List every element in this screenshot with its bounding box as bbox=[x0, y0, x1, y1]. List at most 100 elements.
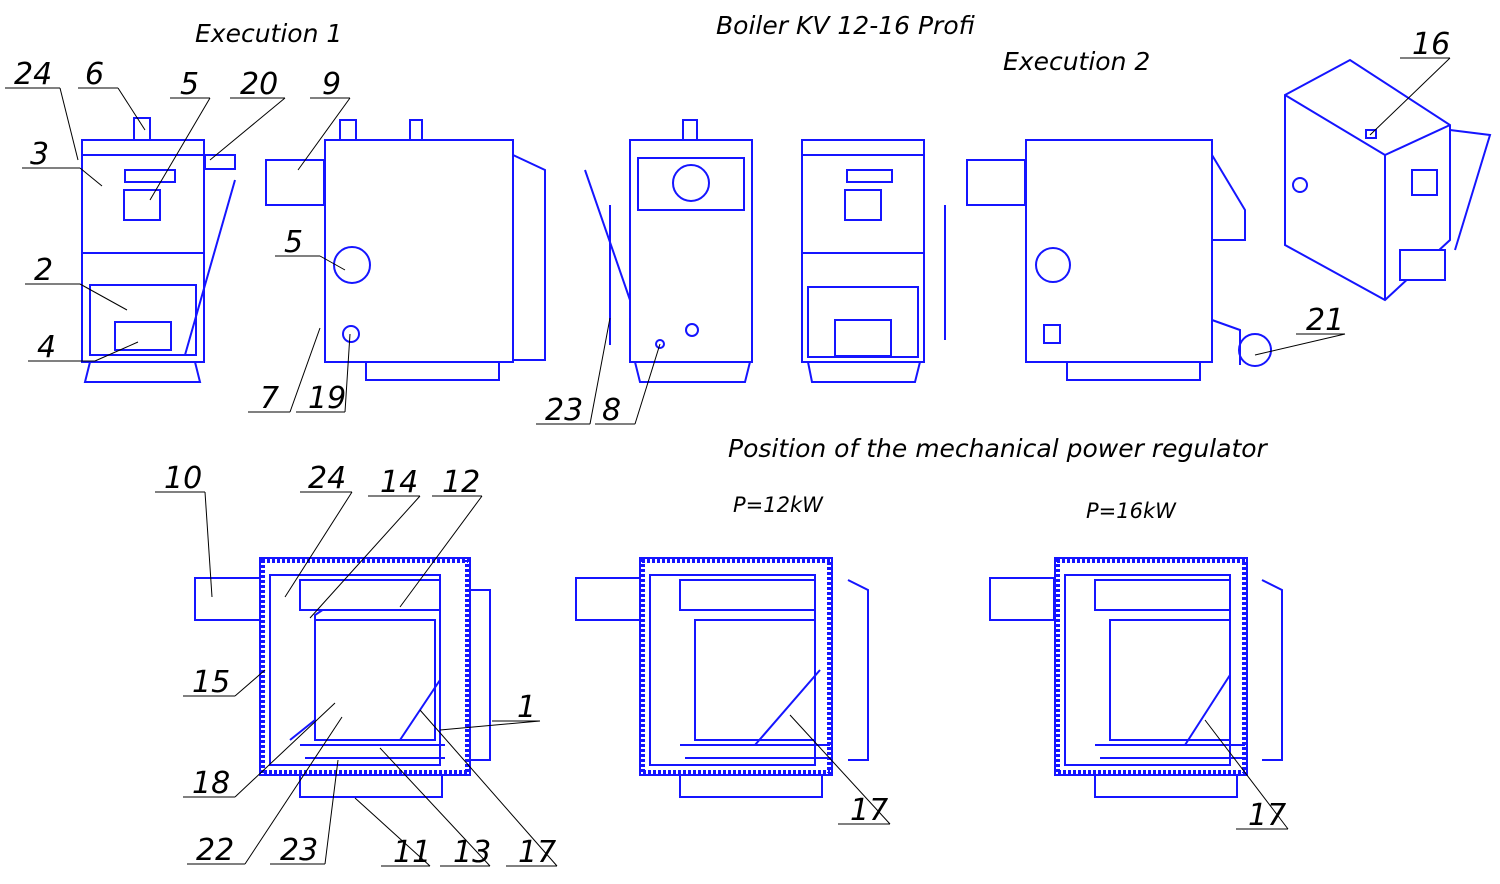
callout-21: 21 bbox=[1254, 303, 1346, 356]
callout-number: 17 bbox=[850, 793, 888, 828]
callout-2: 2 bbox=[25, 253, 128, 311]
callout-number: 23 bbox=[280, 833, 318, 868]
leader-line bbox=[789, 714, 891, 825]
title-execution-2: Execution 2 bbox=[1003, 47, 1150, 76]
callout-number: 6 bbox=[85, 57, 104, 92]
callout-number: 21 bbox=[1306, 303, 1344, 338]
callout-20: 20 bbox=[209, 67, 286, 161]
callout-19: 19 bbox=[296, 333, 351, 416]
callout-5: 5 bbox=[275, 225, 346, 271]
callout-4: 4 bbox=[28, 330, 139, 365]
callout-number: 7 bbox=[260, 381, 279, 416]
leader-line bbox=[1369, 57, 1451, 136]
callout-number: 8 bbox=[602, 393, 621, 428]
leader-line bbox=[1204, 719, 1289, 830]
callout-13: 13 bbox=[379, 747, 491, 870]
leader-line bbox=[399, 495, 483, 608]
leader-line bbox=[595, 343, 661, 425]
leader-line bbox=[439, 720, 541, 731]
leader-line bbox=[275, 255, 346, 271]
leader-line bbox=[209, 97, 286, 161]
callout-17: 17 bbox=[419, 709, 558, 870]
leader-line bbox=[297, 97, 351, 171]
callout-14: 14 bbox=[309, 465, 421, 619]
callout-6: 6 bbox=[78, 57, 146, 131]
leader-line bbox=[309, 495, 421, 619]
callout-number: 17 bbox=[518, 835, 556, 870]
side-view-execution-2 bbox=[966, 139, 1272, 381]
callout-10: 10 bbox=[155, 461, 213, 598]
leader-line bbox=[284, 491, 353, 598]
leader-line bbox=[183, 702, 336, 798]
callout-number: 1 bbox=[517, 690, 536, 725]
leader-line bbox=[419, 709, 558, 867]
callout-number: 14 bbox=[380, 465, 418, 500]
callout-11: 11 bbox=[354, 797, 431, 870]
callout-24: 24 bbox=[284, 461, 353, 598]
leader-line bbox=[183, 669, 266, 697]
front-view-execution-1 bbox=[81, 117, 236, 383]
callout-number: 3 bbox=[30, 137, 49, 172]
leader-line bbox=[270, 759, 339, 865]
leader-line bbox=[28, 341, 139, 362]
leader-line bbox=[187, 716, 343, 865]
callout-12: 12 bbox=[399, 465, 483, 608]
callout-number: 5 bbox=[180, 67, 199, 102]
front-view-execution-2 bbox=[801, 139, 946, 383]
leader-line bbox=[22, 167, 103, 187]
callout-number: 23 bbox=[545, 393, 583, 428]
callout-8: 8 bbox=[595, 343, 661, 428]
callout-24: 24 bbox=[5, 57, 79, 161]
callout-number: 9 bbox=[322, 67, 341, 102]
callout-5: 5 bbox=[149, 67, 211, 201]
leader-line bbox=[248, 327, 321, 413]
leader-line bbox=[149, 97, 211, 201]
callout-22: 22 bbox=[187, 716, 343, 868]
callout-number: 5 bbox=[284, 225, 303, 260]
leader-line bbox=[379, 747, 491, 867]
leader-line bbox=[354, 797, 431, 867]
title-regulator-position: Position of the mechanical power regulat… bbox=[728, 434, 1269, 463]
callout-number: 15 bbox=[192, 665, 230, 700]
leader-line bbox=[1254, 333, 1346, 356]
section-view-main bbox=[194, 557, 491, 798]
callout-23: 23 bbox=[536, 317, 611, 428]
label-p16: P=16kW bbox=[1086, 499, 1177, 523]
label-p12: P=12kW bbox=[733, 493, 824, 517]
callout-23: 23 bbox=[270, 759, 339, 868]
callout-number: 18 bbox=[192, 766, 230, 801]
leader-line bbox=[296, 333, 351, 413]
callout-number: 2 bbox=[34, 253, 53, 288]
callout-number: 24 bbox=[308, 461, 346, 496]
callout-number: 19 bbox=[308, 381, 346, 416]
leader-line bbox=[5, 87, 79, 161]
callout-number: 4 bbox=[37, 330, 56, 365]
section-view-p12 bbox=[575, 557, 869, 798]
title-main: Boiler KV 12-16 Profi bbox=[716, 11, 976, 40]
callout-number: 22 bbox=[196, 833, 234, 868]
callout-18: 18 bbox=[183, 702, 336, 801]
callout-17: 17 bbox=[1204, 719, 1289, 833]
callout-15: 15 bbox=[183, 665, 266, 700]
callout-1: 1 bbox=[439, 690, 541, 731]
callout-number: 13 bbox=[453, 835, 491, 870]
callout-number: 10 bbox=[164, 461, 202, 496]
callout-9: 9 bbox=[297, 67, 351, 171]
callout-number: 24 bbox=[14, 57, 52, 92]
callout-3: 3 bbox=[22, 137, 103, 187]
leader-line bbox=[536, 317, 611, 425]
callout-number: 12 bbox=[442, 465, 480, 500]
side-view-execution-1 bbox=[265, 119, 546, 381]
leader-line bbox=[25, 283, 128, 311]
leader-line bbox=[78, 87, 146, 131]
callout-number: 11 bbox=[393, 835, 431, 870]
callout-7: 7 bbox=[248, 327, 321, 416]
title-execution-1: Execution 1 bbox=[195, 19, 342, 48]
callout-number: 17 bbox=[1248, 798, 1286, 833]
callout-number: 16 bbox=[1412, 27, 1450, 62]
callout-number: 20 bbox=[240, 67, 278, 102]
leader-line bbox=[155, 491, 213, 598]
callout-17: 17 bbox=[789, 714, 891, 828]
